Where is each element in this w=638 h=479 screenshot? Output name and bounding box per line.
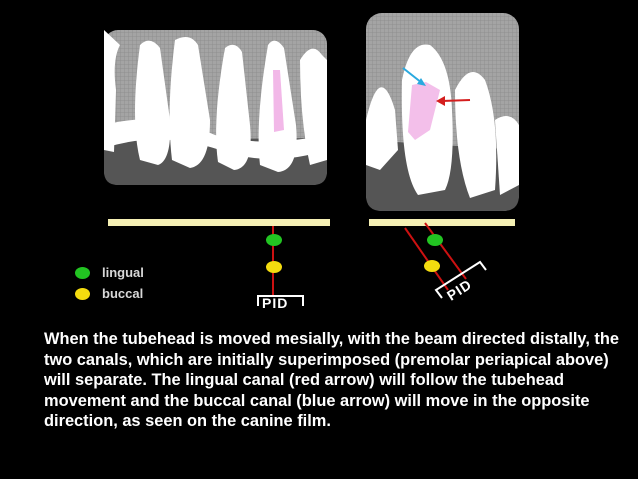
angled-beam-right	[424, 222, 467, 280]
canine-tooth-edge	[495, 116, 519, 195]
premolar-film-edge	[108, 219, 330, 226]
premolar-film	[104, 30, 327, 185]
buccal-dot-icon	[75, 287, 90, 300]
legend-label-buccal: buccal	[102, 286, 144, 301]
angled-pid-bracket	[434, 260, 487, 299]
buccal-arrowhead	[417, 78, 426, 86]
canine-film	[366, 13, 519, 211]
legend-item-buccal: buccal	[75, 286, 143, 301]
premolar-canal	[273, 70, 284, 132]
lingual-arrow	[441, 99, 471, 102]
angled-lingual-dot	[427, 234, 443, 246]
caption-text: When the tubehead is moved mesially, wit…	[44, 330, 620, 431]
straight-pid-bracket	[257, 295, 304, 306]
straight-buccal-dot	[266, 261, 282, 273]
legend-label-lingual: lingual	[102, 265, 144, 280]
legend-item-lingual: lingual	[75, 265, 144, 280]
premolar-crowns	[104, 119, 327, 159]
angled-pid-label: PID	[444, 276, 475, 304]
angled-beam-left	[404, 227, 449, 291]
premolar-tooth-edge	[104, 30, 120, 152]
straight-lingual-dot	[266, 234, 282, 246]
canine-film-edge	[369, 219, 515, 226]
premolar-tooth-5	[300, 48, 327, 165]
angled-buccal-dot	[424, 260, 440, 272]
buccal-arrow	[402, 67, 423, 84]
canine-tooth-right	[455, 72, 497, 198]
canine-tooth-left	[366, 87, 398, 170]
lingual-arrowhead	[436, 96, 445, 106]
canine-canals	[408, 82, 440, 140]
lingual-dot-icon	[75, 266, 90, 279]
straight-pid-label: PID	[262, 295, 289, 311]
